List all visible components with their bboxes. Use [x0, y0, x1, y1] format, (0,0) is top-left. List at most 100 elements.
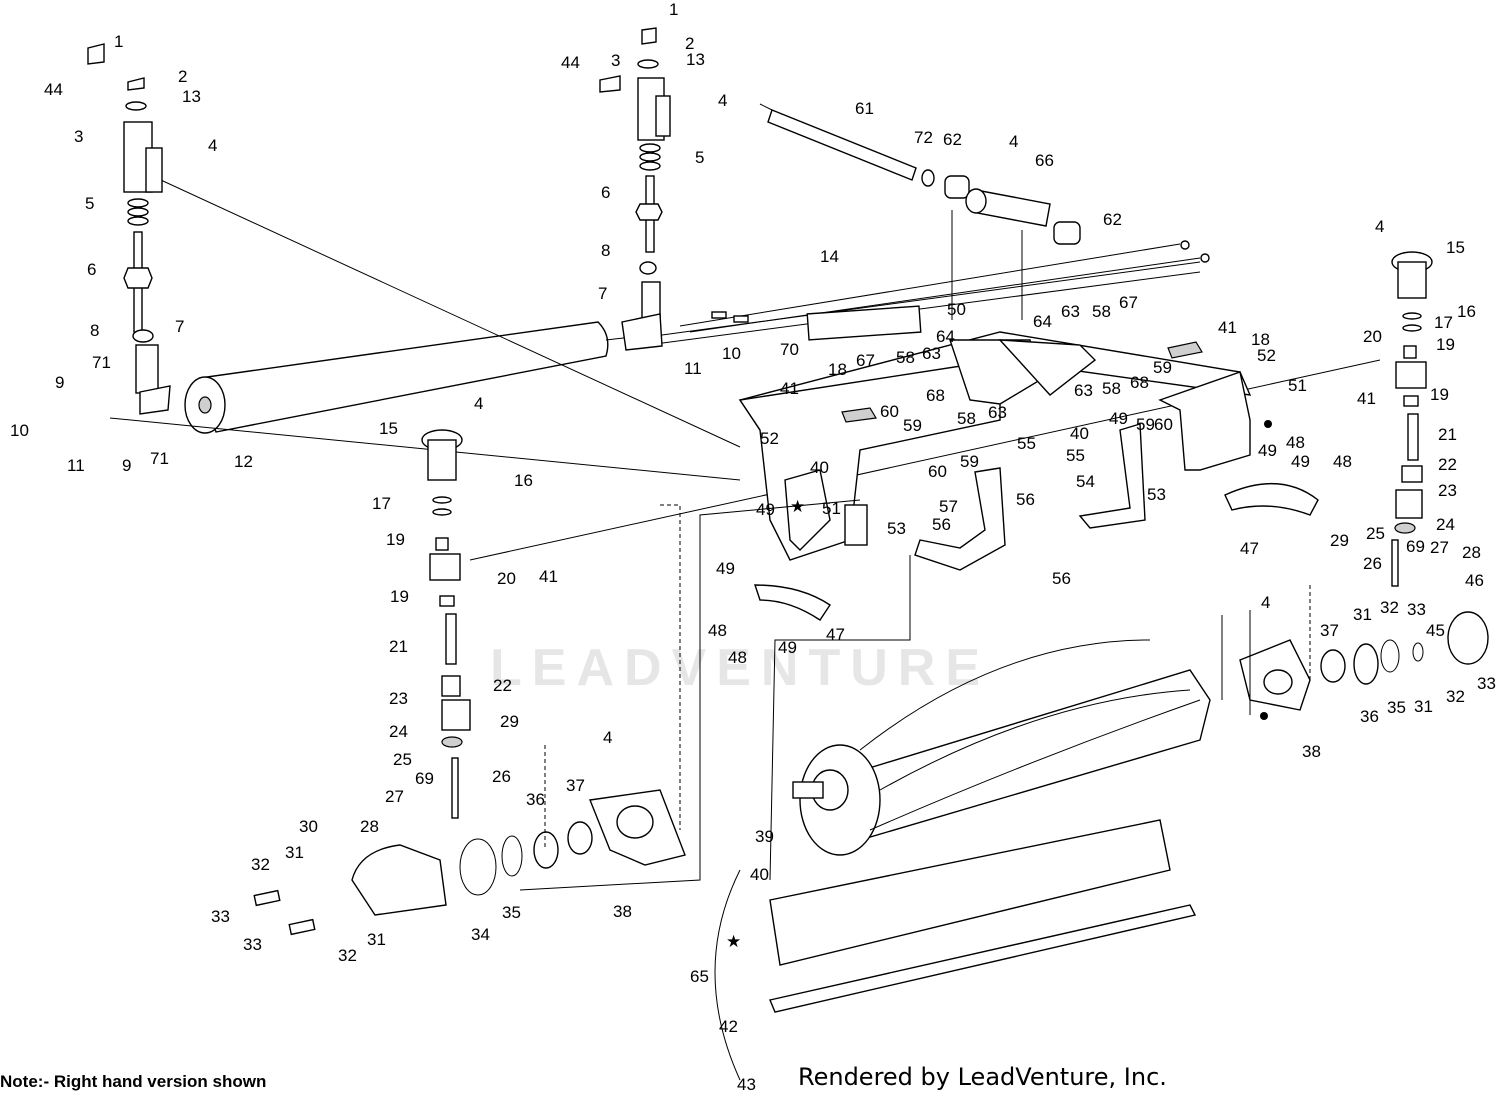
callout-33: 33 — [1407, 600, 1426, 619]
callout-30: 30 — [299, 817, 318, 836]
callout-21: 21 — [1438, 425, 1457, 444]
callout-69: 69 — [415, 769, 434, 788]
callout-38: 38 — [613, 902, 632, 921]
callout-31: 31 — [1414, 697, 1433, 716]
callout-47: 47 — [826, 625, 845, 644]
callout-43: 43 — [737, 1075, 756, 1094]
callout-4: 4 — [718, 91, 727, 110]
callout-52: 52 — [760, 429, 779, 448]
callout-2: 2 — [685, 34, 694, 53]
callout-28: 28 — [360, 817, 379, 836]
callout-51: 51 — [1288, 376, 1307, 395]
callout-13: 13 — [182, 87, 201, 106]
callout-48: 48 — [1286, 433, 1305, 452]
callout-42: 42 — [719, 1017, 738, 1036]
callout-63: 63 — [1061, 302, 1080, 321]
callout-8: 8 — [90, 321, 99, 340]
callout-63: 63 — [1074, 381, 1093, 400]
callout-67: 67 — [1119, 293, 1138, 312]
callout-32: 32 — [1380, 598, 1399, 617]
callout-9: 9 — [55, 373, 64, 392]
callout-36: 36 — [526, 790, 545, 809]
callout-49: 49 — [716, 559, 735, 578]
arm-47-left — [754, 584, 831, 621]
callout-29: 29 — [1330, 531, 1349, 550]
callout-32: 32 — [251, 855, 270, 874]
callout-28: 28 — [1462, 543, 1481, 562]
callout-41: 41 — [539, 567, 558, 586]
callout-26: 26 — [492, 767, 511, 786]
callout-46: 46 — [1465, 571, 1484, 590]
reel-39 — [792, 639, 1211, 856]
callout-38: 38 — [1302, 742, 1321, 761]
callout-48: 48 — [1333, 452, 1352, 471]
callout-12: 12 — [234, 452, 253, 471]
cables-14 — [679, 240, 1210, 333]
left-end-housings — [253, 789, 686, 936]
callout-18: 18 — [1251, 330, 1270, 349]
callout-19: 19 — [1430, 385, 1449, 404]
callout-33: 33 — [243, 935, 262, 954]
callout-71: 71 — [92, 353, 111, 372]
callout-20: 20 — [1363, 327, 1382, 346]
callout-1: 1 — [669, 0, 678, 19]
callout-49: 49 — [1258, 441, 1277, 460]
callout-11: 11 — [67, 456, 85, 475]
callout-69: 69 — [1406, 537, 1425, 556]
callout-65: 65 — [690, 967, 709, 986]
callout-10: 10 — [722, 344, 741, 363]
roller-12 — [184, 321, 641, 434]
callout-41: 41 — [1357, 389, 1376, 408]
callout-54: 54 — [1076, 472, 1095, 491]
callout-64: 64 — [936, 327, 955, 346]
callout-41: 41 — [1218, 318, 1237, 337]
callout-20: 20 — [497, 569, 516, 588]
callout-47: 47 — [1240, 539, 1259, 558]
dashed-leaders — [544, 504, 1311, 850]
callout-6: 6 — [87, 260, 96, 279]
callout-4: 4 — [603, 728, 612, 747]
callout-62: 62 — [1103, 210, 1122, 229]
callout-29: 29 — [500, 712, 519, 731]
callout-60: 60 — [928, 462, 947, 481]
callout-31: 31 — [285, 843, 304, 862]
housing-66 — [921, 169, 1081, 245]
callout-36: 36 — [1360, 707, 1379, 726]
callout-10: 10 — [10, 421, 29, 440]
callout-4: 4 — [474, 394, 483, 413]
callout-6: 6 — [601, 183, 610, 202]
callout-8: 8 — [601, 241, 610, 260]
callout-58: 58 — [1092, 302, 1111, 321]
callout-19: 19 — [386, 530, 405, 549]
watermark: LEADVENTURE — [490, 639, 991, 697]
callout-33: 33 — [1477, 674, 1496, 693]
callout-51: 51 — [822, 499, 841, 518]
star-marker: ★ — [790, 497, 805, 516]
credit-text: Rendered by LeadVenture, Inc. — [798, 1063, 1167, 1091]
callout-60: 60 — [880, 402, 899, 421]
callout-59: 59 — [903, 416, 922, 435]
callout-5: 5 — [695, 148, 704, 167]
callout-9: 9 — [122, 456, 131, 475]
leader-lines — [519, 210, 1251, 891]
callout-27: 27 — [385, 787, 404, 806]
callout-59: 59 — [1153, 358, 1172, 377]
callout-3: 3 — [611, 51, 620, 70]
callout-7: 7 — [175, 317, 184, 336]
dot-marker — [1260, 712, 1268, 720]
callout-33: 33 — [211, 907, 230, 926]
callout-14: 14 — [820, 247, 839, 266]
callout-32: 32 — [1446, 687, 1465, 706]
callout-64: 64 — [1033, 312, 1052, 331]
callout-45: 45 — [1426, 621, 1445, 640]
callout-68: 68 — [1130, 373, 1149, 392]
callout-11: 11 — [684, 359, 702, 378]
shaft-61 — [759, 103, 917, 181]
callout-40: 40 — [750, 865, 769, 884]
callout-49: 49 — [1291, 452, 1310, 471]
callout-60: 60 — [1154, 415, 1173, 434]
callout-58: 58 — [1102, 379, 1121, 398]
callout-17: 17 — [1434, 313, 1453, 332]
